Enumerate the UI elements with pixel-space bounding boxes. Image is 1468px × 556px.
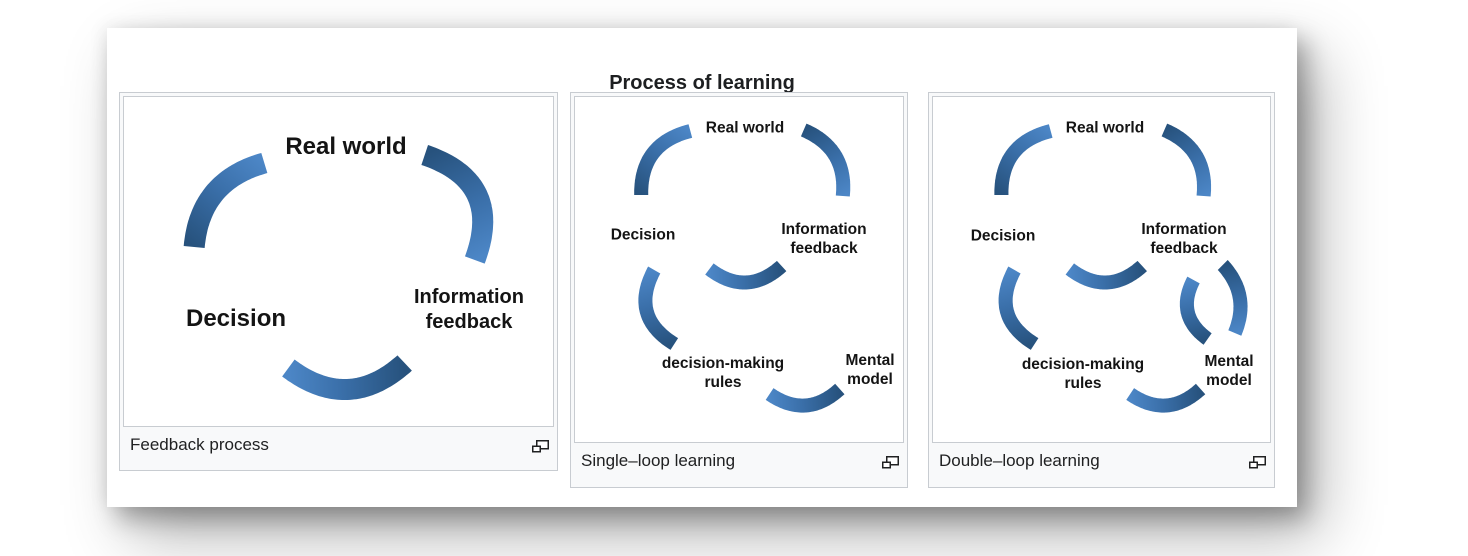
feedback-process-diagram[interactable]: Real world Information feedback Decision bbox=[123, 96, 554, 427]
double-loop-diagram[interactable]: Real world Decision Information feedback… bbox=[932, 96, 1271, 443]
diagram-label-decision-making-rules: decision-making rules bbox=[1021, 356, 1145, 392]
cycle-arrows-svg bbox=[183, 145, 494, 400]
diagram-label-real-world: Real world bbox=[285, 133, 407, 160]
diagram-label-real-world: Real world bbox=[705, 119, 785, 137]
panel-single-loop-learning: Real world Decision Information feedback… bbox=[570, 92, 908, 488]
diagram-label-information-feedback: Information feedback bbox=[1141, 221, 1227, 257]
diagram-label-information-feedback: Information feedback bbox=[781, 221, 867, 257]
cycle-arrow bbox=[998, 266, 1039, 350]
diagram-label-decision: Decision bbox=[610, 226, 676, 244]
panel-caption: Single–loop learning bbox=[581, 451, 736, 470]
diagram-label-information-feedback: Information feedback bbox=[414, 286, 524, 333]
diagram-label-real-world: Real world bbox=[1065, 119, 1145, 137]
cycle-arrow bbox=[994, 124, 1053, 195]
cycle-arrow bbox=[800, 123, 851, 197]
diagram-label-mental-model: Mental model bbox=[1204, 353, 1254, 389]
cycle-arrow bbox=[421, 145, 494, 264]
magnify-icon[interactable] bbox=[882, 453, 899, 475]
magnify-icon[interactable] bbox=[532, 437, 549, 459]
single-loop-diagram[interactable]: Real world Decision Information feedback… bbox=[574, 96, 904, 443]
cycle-arrow bbox=[634, 124, 693, 195]
diagram-label-mental-model: Mental model bbox=[845, 352, 895, 388]
panel-caption: Double–loop learning bbox=[939, 451, 1100, 470]
cycle-arrow bbox=[183, 152, 268, 248]
figure-title: Process of learning bbox=[609, 72, 795, 94]
cycle-arrow bbox=[1126, 383, 1206, 413]
panel-caption: Feedback process bbox=[130, 435, 269, 454]
cycle-arrow bbox=[638, 266, 679, 350]
learning-figure-card: Process of learning Real world Informati… bbox=[107, 28, 1297, 507]
magnify-icon[interactable] bbox=[1249, 453, 1266, 475]
diagram-label-decision: Decision bbox=[970, 227, 1036, 245]
cycle-arrows-svg bbox=[994, 123, 1248, 413]
panel-double-loop-learning: Real world Decision Information feedback… bbox=[928, 92, 1275, 488]
cycle-arrows-svg bbox=[634, 123, 851, 413]
cycle-arrow bbox=[705, 260, 787, 290]
panel-feedback-process: Real world Information feedback Decision… bbox=[119, 92, 558, 471]
cycle-arrow bbox=[1161, 123, 1212, 197]
cycle-arrow bbox=[1065, 260, 1147, 290]
cycle-arrow bbox=[765, 383, 845, 413]
cycle-arrow bbox=[1217, 260, 1248, 336]
diagram-label-decision: Decision bbox=[185, 305, 287, 332]
diagram-label-decision-making-rules: decision-making rules bbox=[661, 355, 785, 391]
cycle-arrow bbox=[1179, 276, 1212, 345]
cycle-arrow bbox=[282, 355, 412, 400]
